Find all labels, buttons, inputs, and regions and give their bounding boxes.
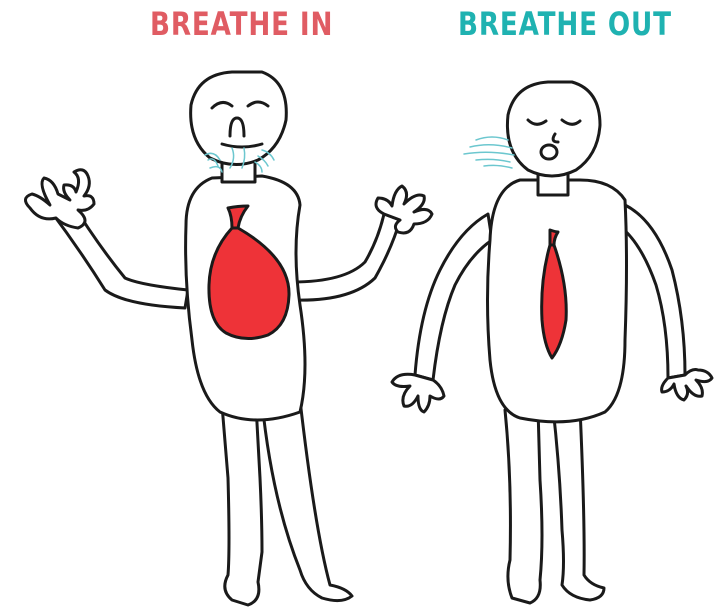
inhale-left-hand xyxy=(25,170,94,228)
exhale-head xyxy=(507,82,600,176)
exhale-right-leg xyxy=(553,408,604,600)
inhale-right-leg xyxy=(262,400,352,601)
air-outflow-icon xyxy=(464,137,514,168)
person-inhaling-icon xyxy=(25,72,432,605)
inhale-right-arm xyxy=(292,214,400,300)
exhale-right-arm xyxy=(622,205,685,378)
exhale-left-leg xyxy=(505,408,542,603)
inhale-left-leg xyxy=(222,405,262,605)
exhale-left-hand xyxy=(392,374,444,412)
exhale-left-arm xyxy=(415,214,492,380)
